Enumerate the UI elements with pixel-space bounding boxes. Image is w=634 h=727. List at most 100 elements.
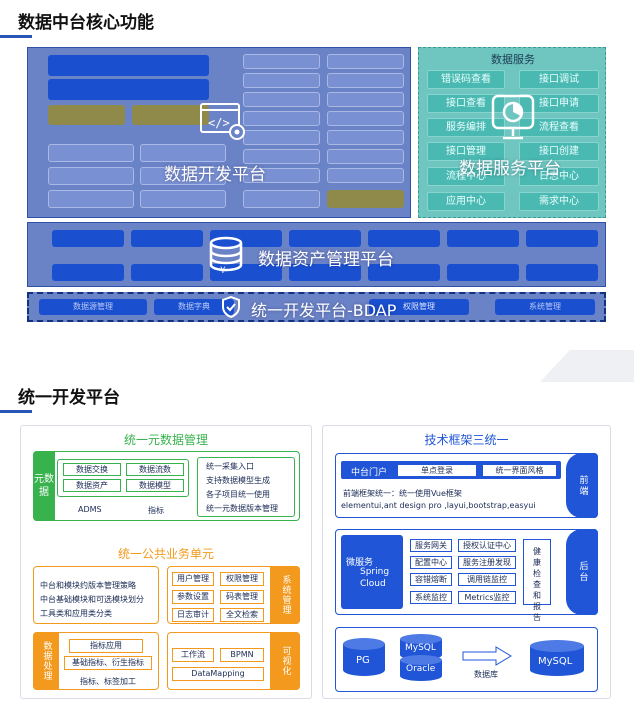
metadata-item[interactable]: 数据流数	[126, 463, 184, 476]
visual-tab: 可视化	[270, 632, 300, 690]
process-item[interactable]: 指标应用	[69, 639, 143, 653]
title-underline	[0, 410, 32, 413]
right-panel	[322, 425, 611, 699]
adms-label: ADMS	[78, 505, 102, 514]
system-item[interactable]: 码表管理	[220, 590, 264, 604]
dev-platform-label: 数据开发平台	[164, 165, 266, 185]
mysql-database-icon	[398, 633, 444, 661]
system-item[interactable]: 参数设置	[172, 590, 214, 604]
service-item[interactable]: 错误码查看	[427, 70, 505, 89]
svg-text:</>: </>	[208, 116, 230, 130]
bullet-text: 统一采集入口	[206, 462, 254, 471]
unified-item[interactable]: 系统管理	[495, 299, 595, 315]
asset-platform-label: 数据资产管理平台	[258, 250, 394, 270]
system-item[interactable]: 全文检索	[220, 608, 264, 622]
target-mysql-icon	[528, 640, 586, 678]
service-item[interactable]: 服务编排	[427, 118, 505, 137]
backend-item[interactable]: 容错熔断	[410, 573, 452, 586]
service-item[interactable]: 应用中心	[427, 192, 505, 211]
service-item[interactable]: 日志中心	[519, 167, 599, 186]
metadata-bullets	[197, 457, 295, 517]
service-item[interactable]: 接口调试	[519, 70, 599, 89]
code-dev-icon: </>	[195, 100, 253, 146]
service-item[interactable]: 流程中心	[427, 167, 505, 186]
backend-item[interactable]: Metrics监控	[458, 591, 516, 604]
bullet-text: 各子项目统一使用	[206, 490, 270, 499]
section-title-unified: 统一开发平台	[18, 388, 120, 408]
metadata-inner	[57, 459, 189, 497]
bullet-text: 统一元数据版本管理	[206, 504, 278, 513]
system-item[interactable]: 日志审计	[172, 608, 214, 622]
unified-bar-label: 统一开发平台-BDAP	[251, 301, 397, 320]
backend-item[interactable]: 系统监控	[410, 591, 452, 604]
bullet-text: 工具类和应用类分类	[40, 609, 112, 618]
service-platform-label: 数据服务平台	[459, 159, 561, 179]
shield-check-icon	[221, 295, 241, 319]
indicator-label: 指标	[148, 506, 164, 515]
metadata-item[interactable]: 数据交换	[63, 463, 121, 476]
arrow-right-icon	[462, 646, 512, 666]
service-item[interactable]: 接口创建	[519, 142, 599, 161]
ms-name2: Cloud	[360, 579, 386, 589]
backend-item[interactable]: 授权认证中心	[458, 539, 516, 552]
chart-monitor-icon	[489, 93, 537, 143]
bullet-text: 中台基础模块和可选模块划分	[40, 595, 144, 604]
health-check-box[interactable]: 健康检查和报告	[523, 539, 551, 622]
decorative-slant	[540, 350, 634, 382]
backend-item[interactable]: 服务注册发现	[458, 556, 516, 569]
service-item[interactable]: 接口查看	[427, 94, 505, 113]
tech-framework-title: 技术框架三统一	[424, 433, 509, 447]
data-mgmt-title: 统一元数据管理	[123, 433, 208, 447]
unified-item[interactable]: 数据源管理	[39, 299, 147, 315]
oracle-label: Oracle	[406, 664, 436, 674]
asset-platform-block[interactable]: ¥ 数据资产管理平台	[27, 222, 606, 287]
system-item[interactable]: 用户管理	[172, 572, 214, 586]
metadata-tab: 元数据	[33, 451, 55, 521]
backend-item[interactable]: 调用链监控	[458, 573, 516, 586]
arrow-label: 数据库	[474, 670, 498, 679]
pg-label: PG	[356, 655, 370, 666]
dev-platform-block[interactable]: </> 数据开发平台	[27, 47, 411, 218]
database-coin-icon: ¥	[206, 235, 246, 276]
mysql-label: MySQL	[405, 643, 436, 653]
backend-tab: 后台	[566, 529, 598, 615]
title-underline	[0, 35, 32, 38]
backend-item[interactable]: 服务网关	[410, 539, 452, 552]
metadata-item[interactable]: 数据资产	[63, 479, 121, 492]
database-box	[335, 627, 598, 692]
frontend-line1: 前端框架统一：统一使用Vue框架	[343, 489, 462, 498]
visual-item[interactable]: BPMN	[220, 648, 264, 662]
left-panel	[20, 425, 312, 699]
unified-item[interactable]: 权限管理	[369, 299, 469, 315]
health-check-label: 健康检查和报告	[533, 547, 541, 622]
unified-dev-bar[interactable]: 数据源管理 数据字典 权限管理 系统管理 统一开发平台-BDAP	[27, 292, 606, 322]
oracle-database-icon	[398, 654, 444, 682]
common-unit-title: 统一公共业务单元	[117, 547, 214, 561]
ui-style-button[interactable]: 统一界面风格	[482, 464, 557, 477]
bullet-text: 中台和模块约版本管理策略	[40, 581, 136, 590]
metadata-item[interactable]: 数据模型	[126, 479, 184, 492]
section-title-core: 数据中台核心功能	[18, 13, 154, 33]
bullet-text: 支持数据模型生成	[206, 476, 270, 485]
microservice-block	[341, 535, 403, 609]
service-item[interactable]: 需求中心	[519, 192, 599, 211]
portal-label: 中台门户	[351, 468, 388, 478]
svg-text:¥: ¥	[220, 266, 226, 275]
ms-title: 微服务	[346, 558, 374, 568]
sso-button[interactable]: 单点登录	[397, 464, 477, 477]
service-item[interactable]: 接口管理	[427, 142, 505, 161]
ms-name: Spring	[360, 567, 390, 577]
process-item[interactable]: 基础指标、衍生指标	[64, 656, 152, 670]
service-platform-block[interactable]: 数据服务 错误码查看 接口调试 接口查看 接口申请 服务编排 流程查看 接口管理…	[418, 47, 606, 218]
service-item[interactable]: 接口申请	[519, 94, 599, 113]
process-item-text: 指标、标签加工	[80, 677, 136, 686]
visual-item[interactable]: DataMapping	[172, 667, 264, 681]
backend-item[interactable]: 配置中心	[410, 556, 452, 569]
target-mysql-label: MySQL	[538, 656, 573, 667]
frontend-line2: elementui,ant design pro ,layui,bootstra…	[341, 501, 536, 510]
unified-item[interactable]: 数据字典	[154, 299, 234, 315]
visual-item[interactable]: 工作流	[172, 648, 214, 662]
system-item[interactable]: 权限管理	[220, 572, 264, 586]
common-bullets-box	[33, 566, 159, 624]
service-panel-title: 数据服务	[491, 53, 535, 66]
